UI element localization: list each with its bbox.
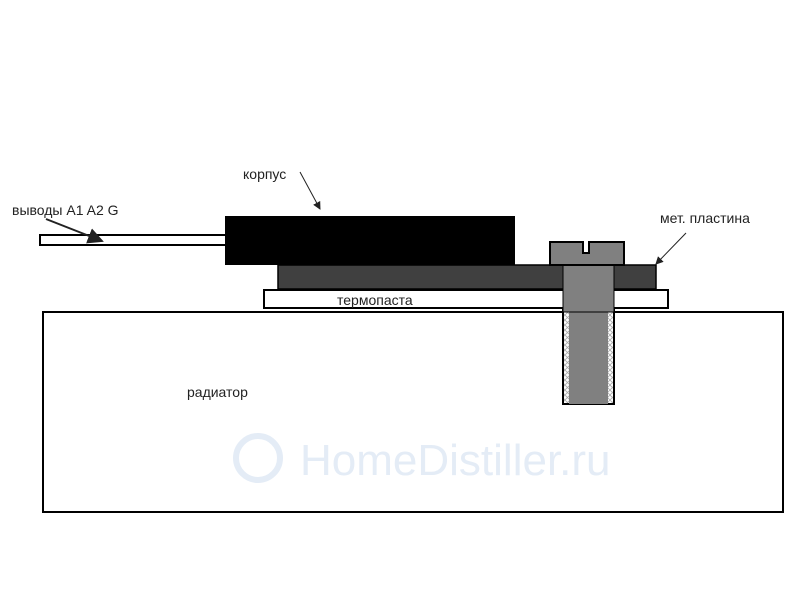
label-paste: термопаста <box>337 292 413 308</box>
label-radiator: радиатор <box>187 384 248 400</box>
leads <box>39 234 227 246</box>
label-leads: выводы A1 A2 G <box>12 202 119 218</box>
label-plate: мет. пластина <box>660 210 750 226</box>
watermark-text: HomeDistiller.ru <box>300 436 611 485</box>
screw-head <box>549 241 625 266</box>
label-body: корпус <box>243 166 286 182</box>
screw <box>549 241 625 405</box>
watermark: HomeDistiller.ru <box>233 433 611 485</box>
body-arrow <box>299 171 321 210</box>
screw-neck <box>562 264 615 313</box>
thyristor-body <box>225 216 515 265</box>
drop-logo-icon <box>233 433 283 483</box>
plate-arrow <box>655 232 687 265</box>
leads-arrow <box>45 218 104 244</box>
radiator <box>42 311 784 513</box>
